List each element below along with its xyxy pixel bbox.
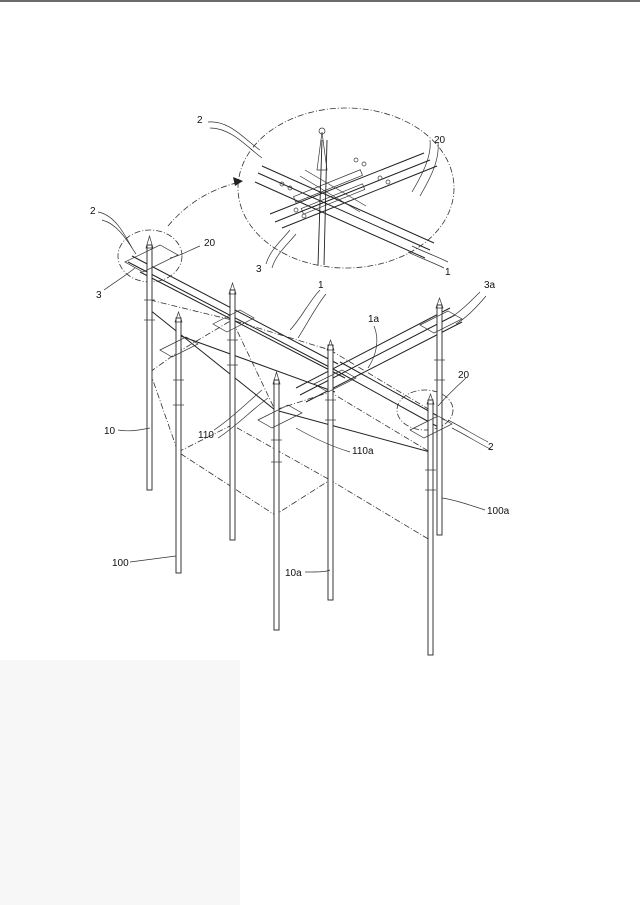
label-3-left: 3 [96, 290, 102, 301]
detail-view: 2 20 3 1 [168, 108, 454, 278]
label-3a: 3a [484, 280, 496, 291]
poles [147, 245, 442, 655]
label-20-top: 20 [434, 135, 446, 146]
label-10: 10 [104, 426, 116, 437]
label-3-top: 3 [256, 264, 262, 275]
label-2-left: 2 [90, 206, 96, 217]
label-100a: 100a [487, 506, 510, 517]
label-1-mid: 1 [318, 280, 324, 291]
label-1a: 1a [368, 314, 380, 325]
label-1-top: 1 [445, 267, 451, 278]
label-20-left: 20 [204, 238, 216, 249]
scan-shade [0, 660, 240, 905]
label-110a: 110a [352, 446, 374, 457]
label-2-top: 2 [197, 115, 203, 126]
label-20-right: 20 [458, 370, 470, 381]
label-2-right: 2 [488, 442, 494, 453]
label-110: 110 [198, 430, 214, 441]
detail-boundary [238, 108, 454, 268]
detail-arrow [168, 182, 240, 226]
label-100: 100 [112, 558, 129, 569]
label-10a: 10a [285, 568, 302, 579]
